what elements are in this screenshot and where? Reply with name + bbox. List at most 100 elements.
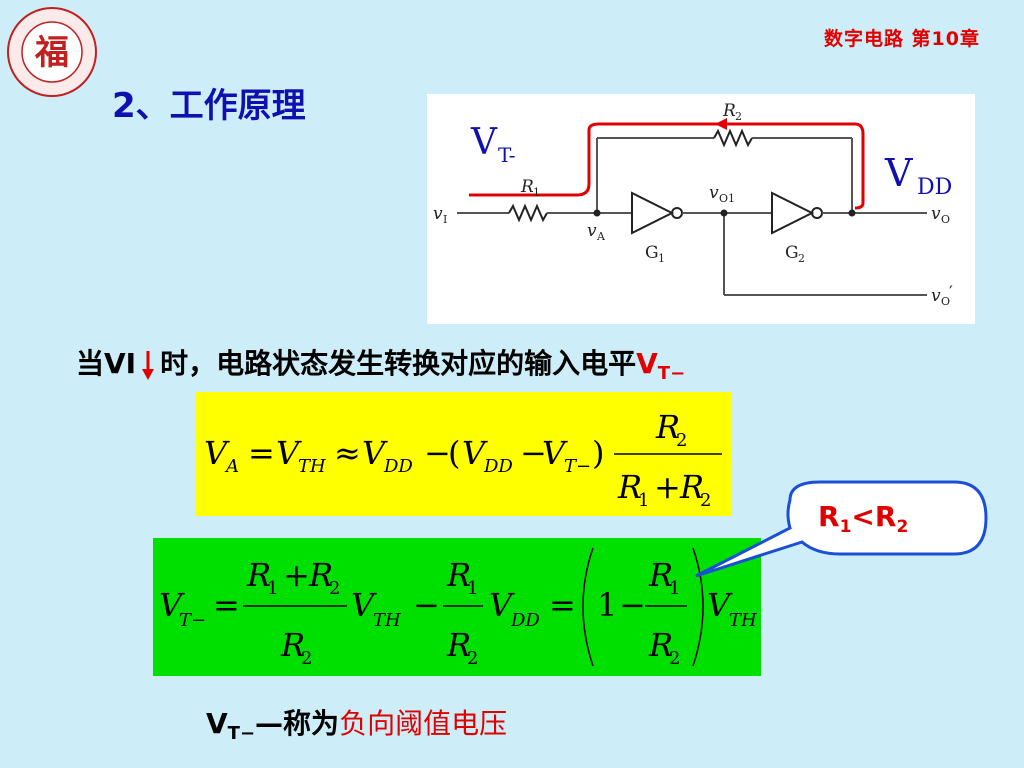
callout-r1: R	[818, 500, 840, 533]
r1-sub: 1	[533, 186, 540, 199]
va-sub: A	[596, 230, 606, 243]
eq1-equals: =	[248, 434, 275, 472]
eq2-vth2-sub: TH	[729, 610, 757, 631]
eq2-big-open-paren	[582, 547, 594, 667]
eq2-f1-den-sub: 2	[301, 648, 312, 669]
eq2-vth2: V	[707, 586, 733, 624]
callout-bubble	[690, 480, 990, 590]
vi-sub: I	[443, 213, 447, 226]
eq2-vth: V	[351, 586, 377, 624]
va-label: v	[587, 221, 597, 241]
eq1-vt-sub: T−	[564, 456, 591, 477]
university-logo: 福	[4, 4, 100, 100]
eq1-den1-sub: 1	[638, 490, 649, 511]
eq2-f2-den: R	[446, 626, 471, 664]
eq2-f3-num-sub: 1	[669, 578, 680, 599]
eq1-plus: +	[654, 468, 681, 506]
eq2-f3-den-sub: 2	[669, 648, 680, 669]
g2-label: G	[785, 243, 799, 263]
eq2-f2-den-sub: 2	[467, 648, 478, 669]
eq1-minus: −	[424, 434, 451, 472]
equation-va-box: V A = V TH ≈ V DD − ( V DD − V T− ) R 2 …	[196, 392, 732, 516]
statement-vt-sub: T−	[657, 363, 686, 384]
vo1-sub: O1	[719, 192, 735, 205]
eq2-vdd-sub: DD	[510, 610, 540, 631]
g1-label: G	[645, 243, 659, 263]
eq1-open-paren: (	[448, 434, 460, 472]
eq1-vth-sub: TH	[298, 456, 326, 477]
eq1-vt: V	[542, 434, 568, 472]
vo-prime-label: v	[931, 286, 941, 306]
eq1-close-paren: )	[592, 434, 604, 472]
eq2-one: 1	[597, 586, 617, 624]
eq2-f3-num: R	[648, 556, 673, 594]
eq2-f1-plus: +	[283, 556, 310, 594]
schmitt-trigger-circuit: V T- V DD R 1 R 2 v I v A v O1 v O v O ′…	[427, 94, 975, 324]
statement-prefix: 当	[76, 347, 105, 380]
g2-sub: 2	[798, 252, 805, 265]
eq2-f1-num-b-sub: 2	[329, 578, 340, 599]
chapter-label: 数字电路 第10章	[823, 28, 980, 50]
eq2-f3-den: R	[648, 626, 673, 664]
eq1-vdd2-sub: DD	[483, 456, 513, 477]
eq2-lhs: V	[159, 586, 185, 624]
eq1-den2-sub: 2	[700, 490, 711, 511]
r1-label: R	[520, 177, 534, 197]
vo-sub: O	[941, 213, 950, 226]
g1-sub: 1	[658, 252, 665, 265]
eq2-equals2: =	[549, 586, 576, 624]
eq1-lhs-sub: A	[224, 456, 239, 477]
feedback-path-highlight	[469, 122, 865, 210]
vdd-label-sub: DD	[917, 175, 952, 200]
footer-vt: V	[206, 707, 228, 740]
down-arrow-icon	[142, 351, 155, 380]
equation-vt-box: V T− = R 1 + R 2 R 2 V TH − R 1 R 2 V DD…	[153, 538, 761, 676]
statement-vt: V	[636, 347, 658, 380]
eq2-f1-den: R	[280, 626, 305, 664]
eq1-lhs: V	[204, 434, 230, 472]
section-title: 2、工作原理	[112, 86, 306, 126]
eq2-vdd: V	[489, 586, 515, 624]
vt-label: V	[470, 122, 498, 163]
vo1-label: v	[709, 183, 719, 203]
footer-definition: VT−—称为负向阈值电压	[206, 702, 507, 744]
eq1-num: R	[655, 408, 680, 446]
eq1-vdd: V	[362, 434, 388, 472]
r2-sub: 2	[735, 110, 742, 123]
eq1-vdd2: V	[462, 434, 488, 472]
eq2-equals: =	[213, 586, 240, 624]
eq1-num-sub: 2	[676, 430, 687, 451]
logo-glyph: 福	[34, 33, 69, 73]
callout-lt: <	[851, 500, 875, 533]
vt-label-sub: T-	[498, 143, 516, 167]
footer-vt-sub: T−	[227, 723, 256, 744]
eq2-f2-num: R	[446, 556, 471, 594]
eq2-minus: −	[413, 586, 440, 624]
eq1-den2: R	[679, 468, 704, 506]
eq1-den1: R	[617, 468, 642, 506]
eq1-minus2: −	[520, 434, 547, 472]
eq1-vdd-sub: DD	[383, 456, 413, 477]
eq2-minus2: −	[619, 586, 646, 624]
eq2-f1-num-b: R	[308, 556, 333, 594]
eq2-f2-num-sub: 1	[467, 578, 478, 599]
eq2-big-close-paren	[692, 547, 704, 667]
statement-vi: VI	[104, 347, 137, 380]
vo-label: v	[931, 204, 941, 224]
r2-label: R	[722, 101, 736, 121]
callout-r2-sub: 2	[896, 517, 909, 537]
eq1-approx: ≈	[334, 434, 361, 472]
callout-r2: R	[874, 500, 897, 533]
vi-label: v	[433, 204, 443, 224]
footer-mid: —称为	[255, 707, 340, 740]
callout-r1-sub: 1	[839, 517, 852, 537]
eq2-vth-sub: TH	[373, 610, 401, 631]
eq2-f1-num-a-sub: 1	[267, 578, 278, 599]
callout-text: R1<R2	[818, 500, 908, 537]
vo-prime-mark: ′	[949, 283, 953, 303]
vdd-label: V	[884, 151, 913, 195]
eq1-vth: V	[276, 434, 302, 472]
eq2-f1-num-a: R	[246, 556, 271, 594]
vo-prime-sub: O	[941, 295, 950, 308]
